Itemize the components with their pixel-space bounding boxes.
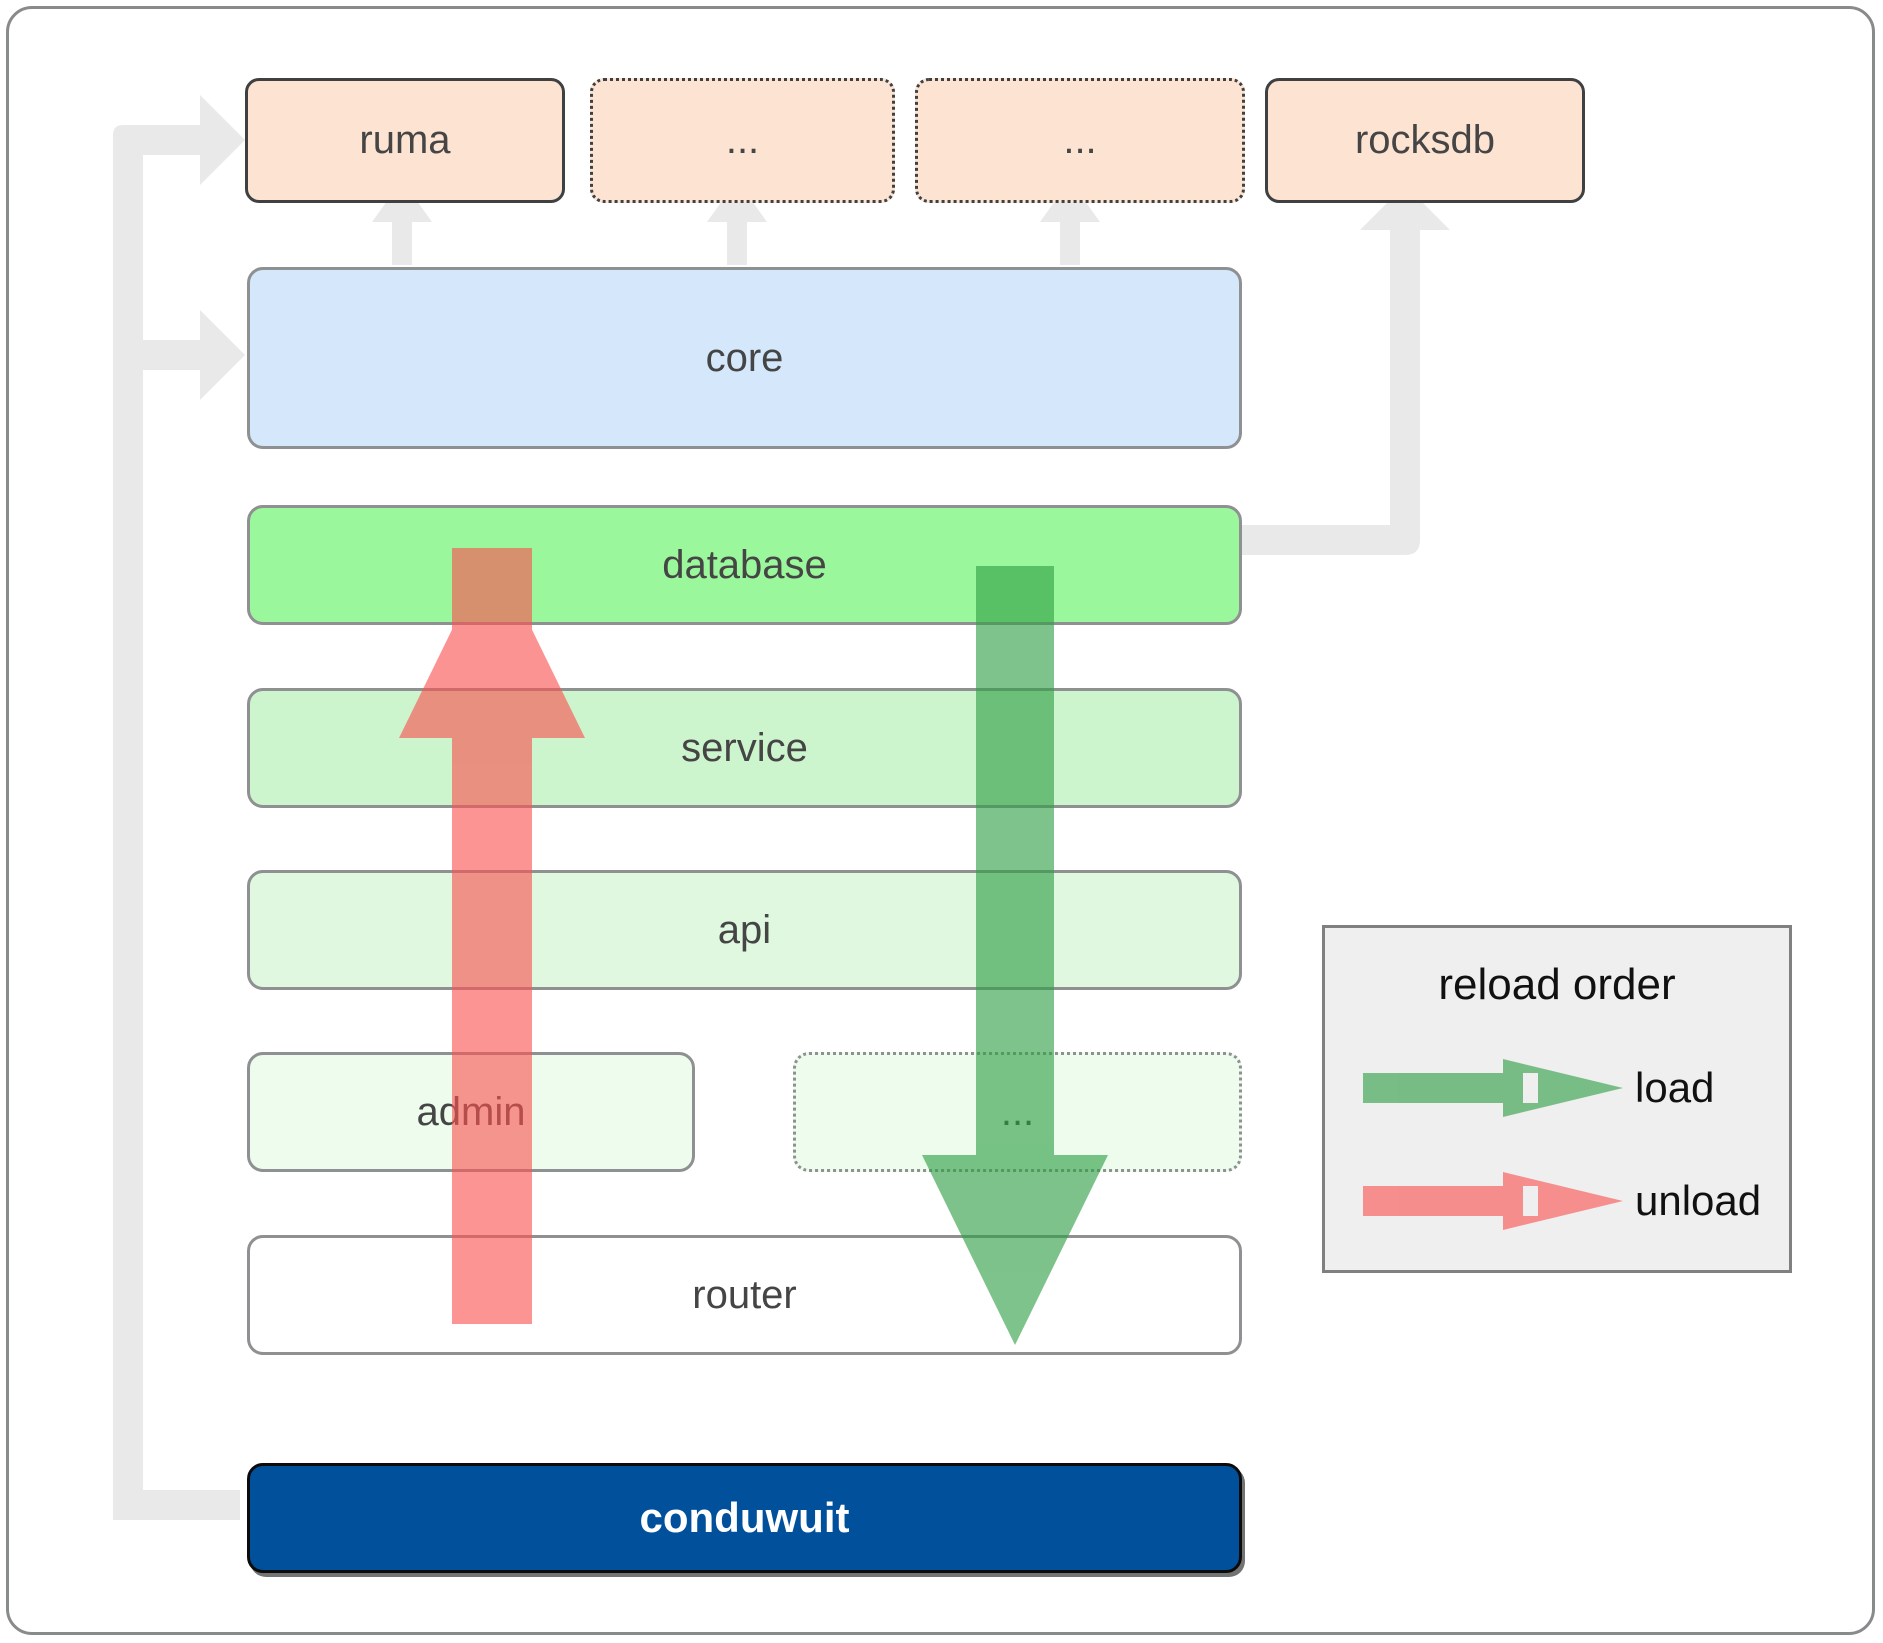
core-label: core [705,335,784,380]
root-box-conduwuit[interactable]: conduwuit [247,1463,1242,1573]
legend-title: reload order [1438,960,1676,1009]
layer-box-ellipsis[interactable]: ... [793,1052,1242,1172]
legend-row-load: load [1325,1043,1789,1133]
legend-load-label: load [1635,1064,1715,1111]
dependency-box-ellipsis-1[interactable]: ... [590,78,895,203]
layer-label: router [692,1272,797,1317]
layer-label: database [662,542,827,587]
dependency-box-rocksdb[interactable]: rocksdb [1265,78,1585,203]
layer-box-api[interactable]: api [247,870,1242,990]
legend-load-arrow-icon [1363,1059,1623,1117]
legend-panel: reload order load unload [1322,925,1792,1273]
layer-box-router[interactable]: router [247,1235,1242,1355]
dependency-box-ruma[interactable]: ruma [245,78,565,203]
dependency-box-ellipsis-2[interactable]: ... [915,78,1245,203]
layer-label: api [717,907,772,952]
layer-box-service[interactable]: service [247,688,1242,808]
layer-label: admin [416,1089,526,1134]
dependency-label: ruma [359,118,451,162]
legend-unload-arrow-icon [1363,1172,1623,1230]
legend-unload-label: unload [1635,1177,1762,1224]
core-box[interactable]: core [247,267,1242,449]
layer-label: ... [1000,1089,1035,1134]
layer-box-admin[interactable]: admin [247,1052,695,1172]
dependency-label: rocksdb [1354,118,1496,162]
root-label: conduwuit [639,1494,850,1541]
layer-label: service [681,725,808,770]
dependency-label: ... [1063,118,1097,162]
dependency-label: ... [725,118,760,162]
diagram-frame [6,6,1875,1635]
legend-row-unload: unload [1325,1156,1789,1246]
layer-box-database[interactable]: database [247,505,1242,625]
